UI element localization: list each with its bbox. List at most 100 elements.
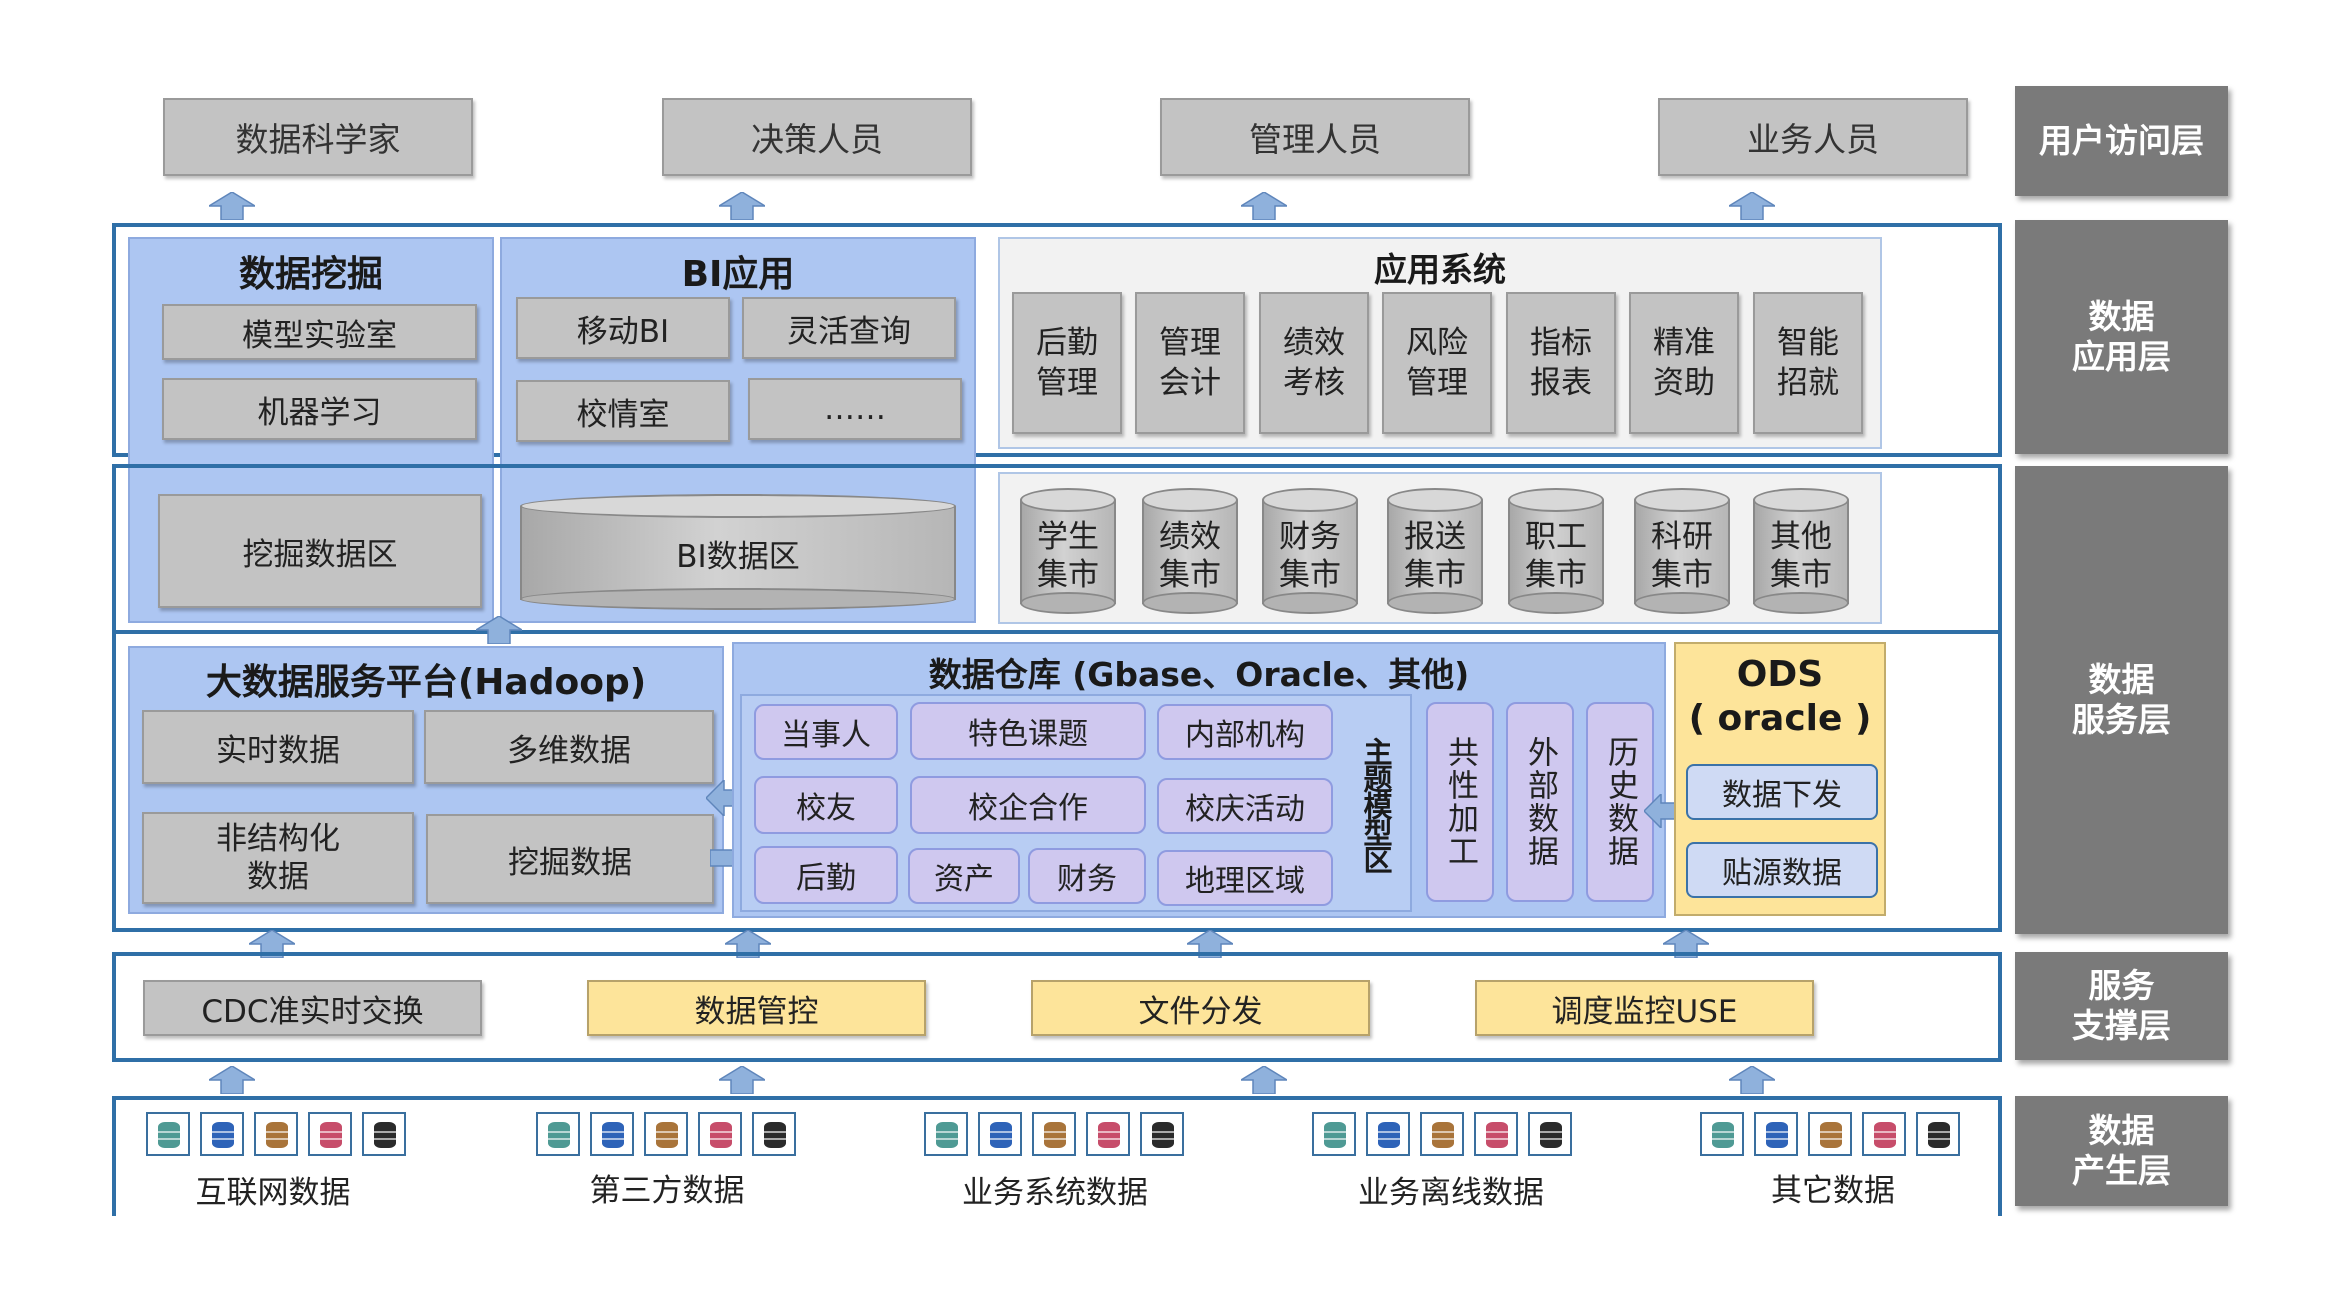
source-label-business-system: 业务系统数据 — [962, 1174, 1148, 1211]
bi-item-mobile-bi: 移动BI — [516, 297, 730, 359]
source-label-third-party: 第三方数据 — [589, 1172, 745, 1209]
hadoop-multidim-data: 多维数据 — [424, 710, 714, 784]
app-systems-title: 应用系统 — [1374, 250, 1506, 289]
topic-alumni: 校友 — [754, 776, 898, 834]
mart-finance: 财务 集市 — [1262, 488, 1358, 614]
arrow-up-icon — [249, 930, 295, 958]
source-label-other: 其它数据 — [1771, 1172, 1895, 1209]
external-data: 外部数据 — [1506, 702, 1574, 902]
database-icon — [1086, 1112, 1130, 1156]
hadoop-realtime-data: 实时数据 — [142, 710, 414, 784]
data-warehouse-title: 数据仓库 (Gbase、Oracle、其他) — [928, 655, 1470, 694]
mart-student: 学生 集市 — [1020, 488, 1116, 614]
ods-source-data: 贴源数据 — [1686, 842, 1878, 898]
mart-other: 其他 集市 — [1753, 488, 1849, 614]
database-icon — [200, 1112, 244, 1156]
app-system-mgmt-accounting: 管理 会计 — [1135, 292, 1245, 434]
user-manager: 管理人员 — [1160, 98, 1470, 176]
database-icon — [1916, 1112, 1960, 1156]
support-cdc-exchange: CDC准实时交换 — [143, 980, 482, 1036]
topic-school-enterprise: 校企合作 — [910, 776, 1146, 834]
bi-item-more: …… — [748, 378, 962, 440]
service-support-frame — [112, 952, 2002, 1062]
arrow-up-icon — [1729, 1066, 1775, 1094]
arrow-left-icon — [1644, 794, 1690, 828]
ods-data-distribution: 数据下发 — [1686, 764, 1878, 820]
database-icon — [752, 1112, 796, 1156]
app-system-employment: 智能 招就 — [1753, 292, 1863, 434]
database-icon — [1808, 1112, 1852, 1156]
database-icon — [1312, 1112, 1356, 1156]
user-business-staff: 业务人员 — [1658, 98, 1968, 176]
support-file-distribution: 文件分发 — [1031, 980, 1370, 1036]
common-processing: 共性加工 — [1426, 702, 1494, 902]
database-icon — [590, 1112, 634, 1156]
arrow-up-icon — [719, 192, 765, 220]
arrow-up-icon — [1729, 192, 1775, 220]
data-service-frame — [112, 464, 2002, 932]
bi-app-title: BI应用 — [681, 254, 795, 295]
database-icon — [254, 1112, 298, 1156]
topic-assets: 资产 — [908, 848, 1020, 904]
arrow-up-icon — [209, 1066, 255, 1094]
data-application-frame — [112, 223, 2002, 457]
topic-internal-org: 内部机构 — [1157, 704, 1333, 760]
source-label-business-offline: 业务离线数据 — [1358, 1174, 1544, 1211]
arrow-up-icon — [725, 930, 771, 958]
database-icon — [1474, 1112, 1518, 1156]
hadoop-unstructured-data: 非结构化 数据 — [142, 812, 414, 904]
database-icon — [698, 1112, 742, 1156]
database-icon — [146, 1112, 190, 1156]
mart-research: 科研 集市 — [1634, 488, 1730, 614]
arrow-up-icon — [1187, 930, 1233, 958]
bi-item-campus-room: 校情室 — [516, 380, 730, 442]
app-system-performance: 绩效 考核 — [1259, 292, 1369, 434]
layer-label-user-access: 用户访问层 — [2015, 86, 2228, 196]
arrow-up-icon — [476, 616, 522, 644]
arrow-up-icon — [1663, 930, 1709, 958]
database-icon — [644, 1112, 688, 1156]
database-icon — [924, 1112, 968, 1156]
topic-logistics: 后勤 — [754, 846, 898, 904]
database-icon — [978, 1112, 1022, 1156]
arrow-up-icon — [209, 192, 255, 220]
arrow-up-icon — [719, 1066, 765, 1094]
arrow-up-icon — [1241, 1066, 1287, 1094]
data-mining-title: 数据挖掘 — [238, 254, 383, 295]
topic-featured-subjects: 特色课题 — [910, 702, 1146, 760]
hadoop-mining-data: 挖掘数据 — [426, 814, 714, 904]
arrow-left-icon — [706, 780, 754, 816]
mart-reporting: 报送 集市 — [1387, 488, 1483, 614]
bi-data-zone-cylinder: BI数据区 — [520, 494, 956, 610]
data-production-frame — [112, 1096, 2002, 1216]
database-icon — [536, 1112, 580, 1156]
arrow-up-icon — [1241, 192, 1287, 220]
database-icon — [1420, 1112, 1464, 1156]
database-icon — [1754, 1112, 1798, 1156]
mining-data-zone: 挖掘数据区 — [158, 494, 482, 608]
database-icon — [1140, 1112, 1184, 1156]
source-label-internet: 互联网数据 — [195, 1174, 351, 1211]
mart-staff: 职工 集市 — [1508, 488, 1604, 614]
hadoop-platform-title: 大数据服务平台(Hadoop) — [205, 662, 647, 703]
topic-geographic-region: 地理区域 — [1157, 850, 1333, 906]
app-system-risk: 风险 管理 — [1382, 292, 1492, 434]
database-icon — [1032, 1112, 1076, 1156]
mart-performance: 绩效 集市 — [1142, 488, 1238, 614]
app-system-indicator-report: 指标 报表 — [1506, 292, 1616, 434]
database-icon — [1700, 1112, 1744, 1156]
layer-label-data-production: 数据 产生层 — [2015, 1096, 2228, 1206]
topic-party: 当事人 — [754, 704, 898, 760]
database-icon — [1862, 1112, 1906, 1156]
database-icon — [1528, 1112, 1572, 1156]
service-divider — [112, 630, 2002, 634]
layer-label-service-support: 服务 支撑层 — [2015, 952, 2228, 1060]
database-icon — [362, 1112, 406, 1156]
topic-finance: 财务 — [1028, 848, 1146, 904]
app-system-precision-aid: 精准 资助 — [1629, 292, 1739, 434]
layer-label-data-service: 数据 服务层 — [2015, 466, 2228, 934]
user-decision-maker: 决策人员 — [662, 98, 972, 176]
layer-label-data-application: 数据 应用层 — [2015, 220, 2228, 454]
database-icon — [1366, 1112, 1410, 1156]
database-icon — [308, 1112, 352, 1156]
